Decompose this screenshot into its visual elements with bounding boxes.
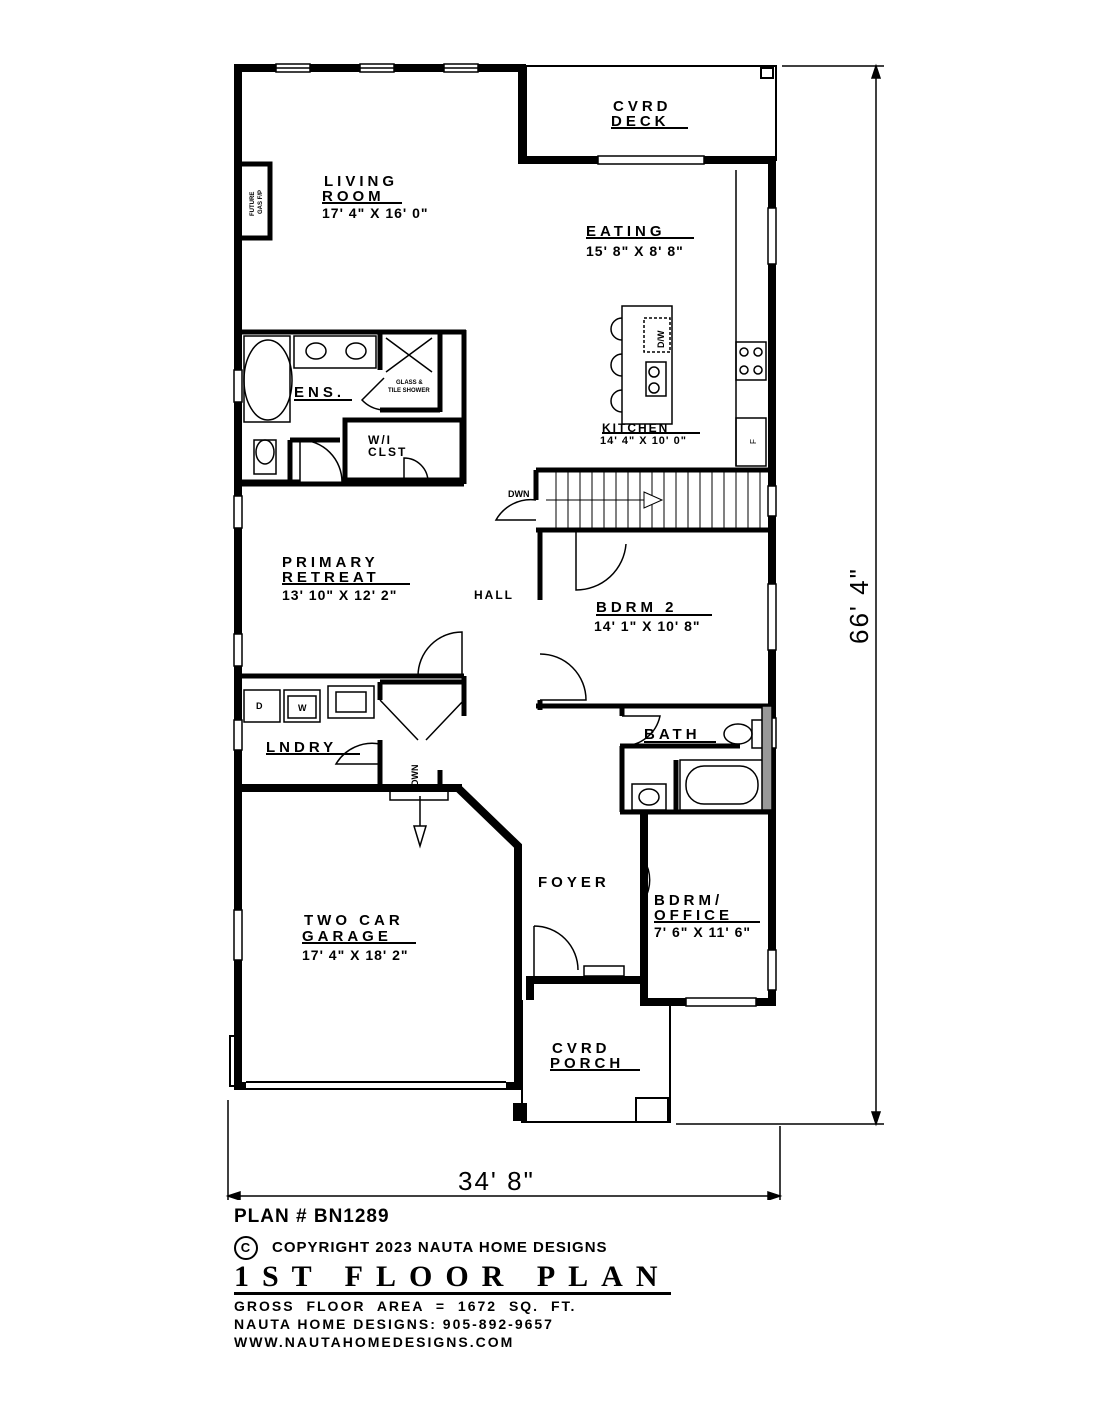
- floor-plan-title: 1ST FLOOR PLAN: [234, 1260, 671, 1295]
- cvrd-deck-label-2: DECK: [611, 113, 670, 130]
- wi-closet-label-2: CLST: [368, 445, 407, 459]
- fixtures: [235, 161, 773, 849]
- garage-down-label: DWN: [410, 765, 420, 787]
- porch-label-2: PORCH: [550, 1055, 624, 1072]
- overall-height-dimension: 66' 4": [844, 567, 874, 644]
- gross-floor-area: GROSS FLOOR AREA = 1672 SQ. FT.: [234, 1298, 577, 1314]
- wi-closet-label-1: W/I: [368, 433, 392, 447]
- door-swings: [299, 377, 661, 976]
- overall-width-dimension: 34' 8": [458, 1166, 535, 1196]
- copyright-icon: C: [234, 1236, 258, 1260]
- primary-retreat-label-1: PRIMARY: [282, 554, 379, 571]
- floor-plan-drawing: CVRD DECK LIVING ROOM 17' 4" X 16' 0" FU…: [225, 63, 884, 1200]
- office-size: 7' 6" X 11' 6": [654, 924, 751, 940]
- office-label-2: OFFICE: [654, 907, 733, 924]
- shower-label-2: TILE SHOWER: [388, 388, 430, 394]
- primary-retreat-label-2: RETREAT: [282, 569, 380, 586]
- living-room-label-2: ROOM: [322, 188, 385, 205]
- shower-label-1: GLASS &: [396, 380, 423, 386]
- dimension-lines: [225, 63, 884, 1200]
- room-labels: CVRD DECK LIVING ROOM 17' 4" X 16' 0" FU…: [250, 98, 760, 1072]
- fireplace-label-2: GAS F/P: [258, 190, 264, 214]
- stair-down-label: DWN: [508, 489, 530, 499]
- thin-outlines: [229, 65, 777, 1123]
- bdrm2-label: BDRM 2: [596, 599, 678, 616]
- bath-label: BATH: [644, 726, 701, 743]
- company-phone: NAUTA HOME DESIGNS: 905-892-9657: [234, 1316, 554, 1332]
- company-website: WWW.NAUTAHOMEDESIGNS.COM: [234, 1334, 515, 1350]
- eating-size: 15' 8" X 8' 8": [586, 243, 684, 259]
- laundry-label: LNDRY: [266, 739, 337, 756]
- plan-number: PLAN # BN1289: [234, 1206, 390, 1227]
- fireplace-label-1: FUTURE: [250, 192, 256, 216]
- garage-label-1: TWO CAR: [304, 912, 404, 929]
- bdrm2-size: 14' 1" X 10' 8": [594, 618, 701, 634]
- primary-retreat-size: 13' 10" X 12' 2": [282, 587, 397, 603]
- cvrd-deck-label-1: CVRD: [613, 98, 672, 115]
- office-label-1: BDRM/: [654, 892, 723, 909]
- copyright-line: C COPYRIGHT 2023 NAUTA HOME DESIGNS: [234, 1236, 608, 1260]
- eating-label: EATING: [586, 223, 666, 240]
- living-room-size: 17' 4" X 16' 0": [322, 205, 429, 221]
- fridge-label: F: [749, 439, 758, 444]
- interior-walls: [238, 329, 776, 815]
- washer-label: W: [298, 703, 307, 713]
- kitchen-label: KITCHEN: [602, 421, 669, 435]
- garage-label-2: GARAGE: [302, 928, 392, 945]
- living-room-label-1: LIVING: [324, 173, 398, 190]
- ensuite-label: ENS.: [294, 384, 345, 401]
- copyright-text: COPYRIGHT 2023 NAUTA HOME DESIGNS: [272, 1238, 608, 1256]
- foyer-label: FOYER: [538, 874, 610, 891]
- dryer-label: D: [256, 701, 263, 711]
- kitchen-size: 14' 4" X 10' 0": [600, 435, 687, 447]
- porch-label-1: CVRD: [552, 1040, 611, 1057]
- dw-label: D/W: [656, 330, 666, 348]
- hall-label: HALL: [474, 588, 514, 602]
- garage-size: 17' 4" X 18' 2": [302, 947, 409, 963]
- windows: [233, 63, 777, 1007]
